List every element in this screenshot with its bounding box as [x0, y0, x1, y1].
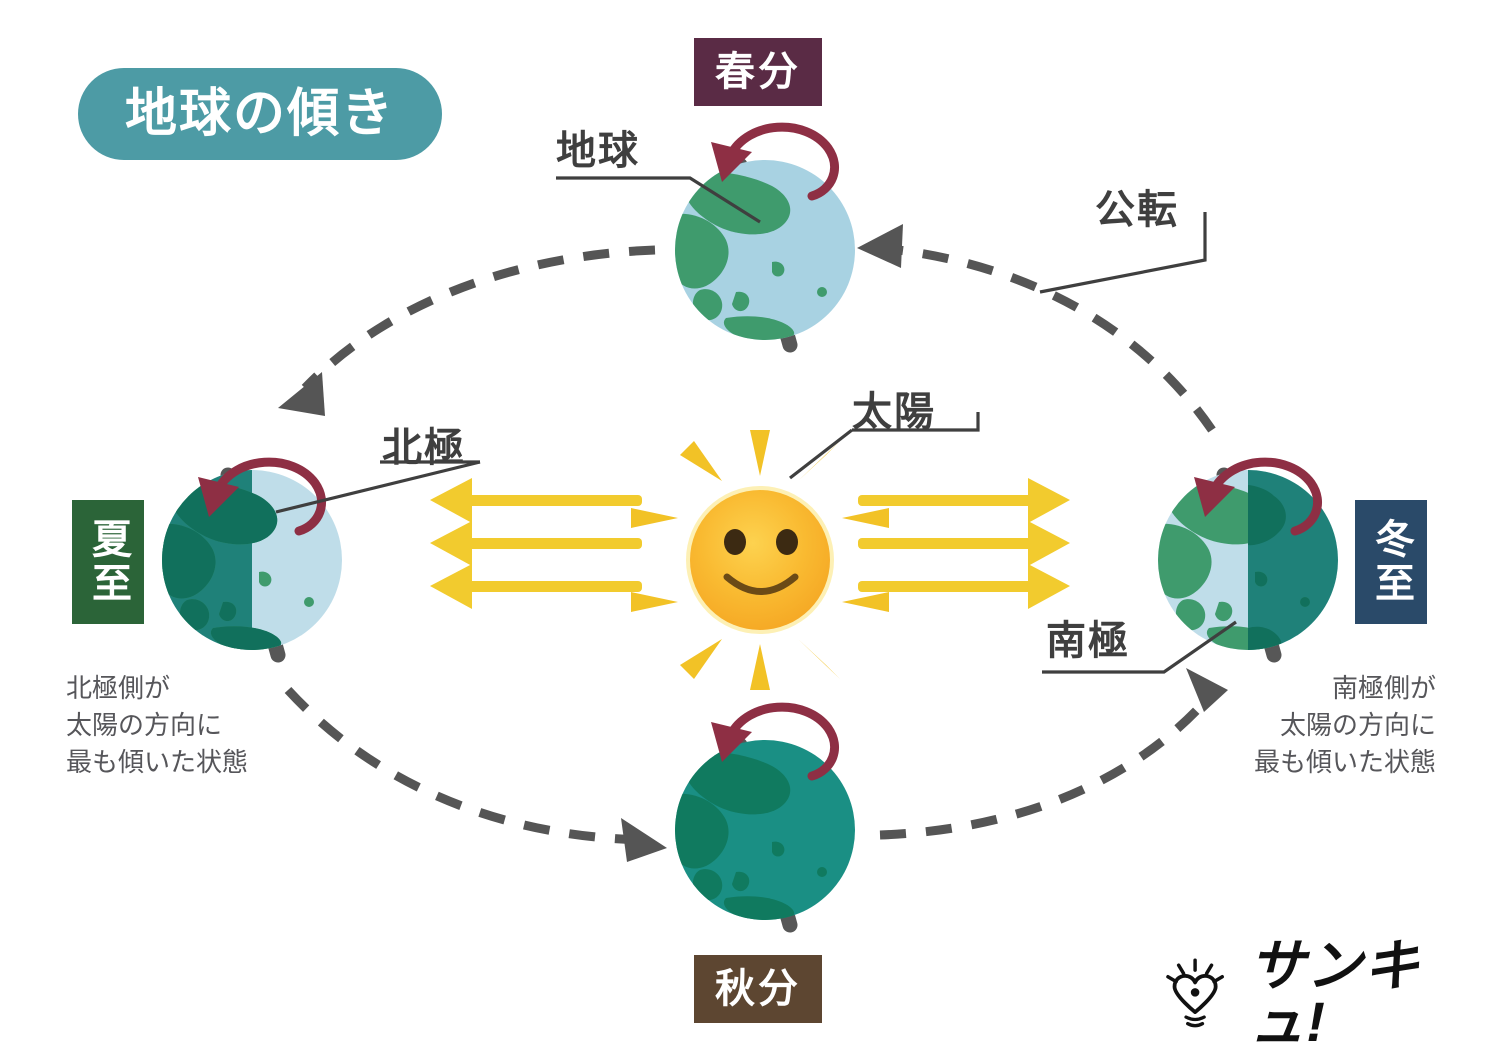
sun-eye-right — [776, 529, 798, 555]
leader-earth — [556, 176, 761, 224]
sunray-arrow — [858, 564, 1070, 609]
season-tag-label: 冬至 — [1369, 518, 1413, 606]
earth-summer — [162, 457, 342, 663]
earth-axis — [1216, 467, 1282, 663]
earth-ocean-lit — [1158, 470, 1338, 650]
sunray-arrow — [430, 478, 642, 523]
rotation-arrowhead — [1194, 477, 1235, 517]
brand-logo: サンキュ! — [1163, 938, 1453, 1050]
season-tag-spring-equinox: 春分 — [694, 38, 822, 106]
earth-autumn — [675, 702, 855, 933]
sun-body — [690, 490, 830, 630]
earth-continents — [162, 482, 314, 650]
earth-ocean-dark — [675, 740, 855, 920]
sunray-arrow — [858, 521, 1070, 566]
earth-ocean — [675, 160, 855, 340]
label-revolution: 公転 — [1095, 188, 1179, 232]
rotation-arrow-curve — [725, 702, 840, 781]
sunray-arrow — [430, 564, 642, 609]
sunray-arrows-left — [430, 478, 642, 609]
label-north-pole: 北極 — [382, 426, 466, 470]
label-earth: 地球 — [556, 129, 640, 173]
orbit-arrowheads — [278, 224, 1228, 862]
rotation-arrowhead — [198, 477, 239, 517]
orbit-path — [284, 243, 1219, 845]
sunray-arrows-right — [858, 478, 1070, 609]
sun-eye-left — [724, 529, 746, 555]
orbit-arrow-to-spring — [857, 224, 903, 268]
leader-sun — [789, 428, 853, 480]
sun-rays — [631, 430, 889, 690]
brand-wordmark: サンキュ! — [1249, 934, 1421, 1053]
rotation-arrow-curve — [212, 457, 327, 536]
sun-smile — [723, 573, 799, 595]
earth-axis — [732, 737, 798, 933]
earth-continents — [675, 172, 827, 340]
earth-continents-shadow — [1248, 485, 1310, 650]
season-tag-label: 秋分 — [715, 967, 801, 1011]
sunray-arrow — [430, 521, 642, 566]
earth-continents — [675, 752, 827, 920]
rotation-arrow-curve — [1208, 457, 1323, 536]
leader-lines — [275, 176, 1237, 674]
caption-winter-solstice: 南極側が 太陽の方向に 最も傾いた状態 — [1253, 673, 1436, 777]
earth-ocean-lit — [162, 470, 342, 650]
earth-spring — [675, 122, 855, 353]
orbit-arrow-to-autumn — [621, 818, 667, 862]
earth-night-side — [162, 470, 252, 650]
label-south-pole: 南極 — [1046, 619, 1130, 663]
earth-axis — [220, 467, 286, 663]
sunray-arrow — [858, 478, 1070, 523]
earth-continents-lit — [252, 485, 300, 660]
season-tag-summer-solstice: 夏至 — [72, 500, 144, 624]
sun-illustration — [631, 430, 889, 690]
heart-lightbulb-icon — [1166, 958, 1224, 1028]
season-tag-winter-solstice: 冬至 — [1355, 500, 1427, 624]
rotation-arrowhead — [711, 142, 752, 182]
label-sun: 太陽 — [852, 390, 936, 434]
season-tag-label: 夏至 — [86, 518, 130, 606]
season-tag-label: 春分 — [715, 50, 801, 94]
caption-summer-solstice: 北極側が 太陽の方向に 最も傾いた状態 — [66, 673, 249, 777]
earth-winter — [1158, 457, 1338, 663]
season-tag-autumn-equinox: 秋分 — [694, 955, 822, 1023]
page-title: 地球の傾き — [124, 85, 395, 143]
orbit-arrow-to-summer — [278, 372, 325, 416]
earth-night-side — [1248, 470, 1338, 650]
rotation-arrow-curve — [725, 122, 840, 201]
sun-glow — [686, 486, 834, 634]
page-title-badge: 地球の傾き — [78, 68, 442, 160]
rotation-arrowhead — [711, 722, 752, 762]
earth-axis — [732, 157, 798, 353]
earth-continents — [1158, 482, 1310, 650]
